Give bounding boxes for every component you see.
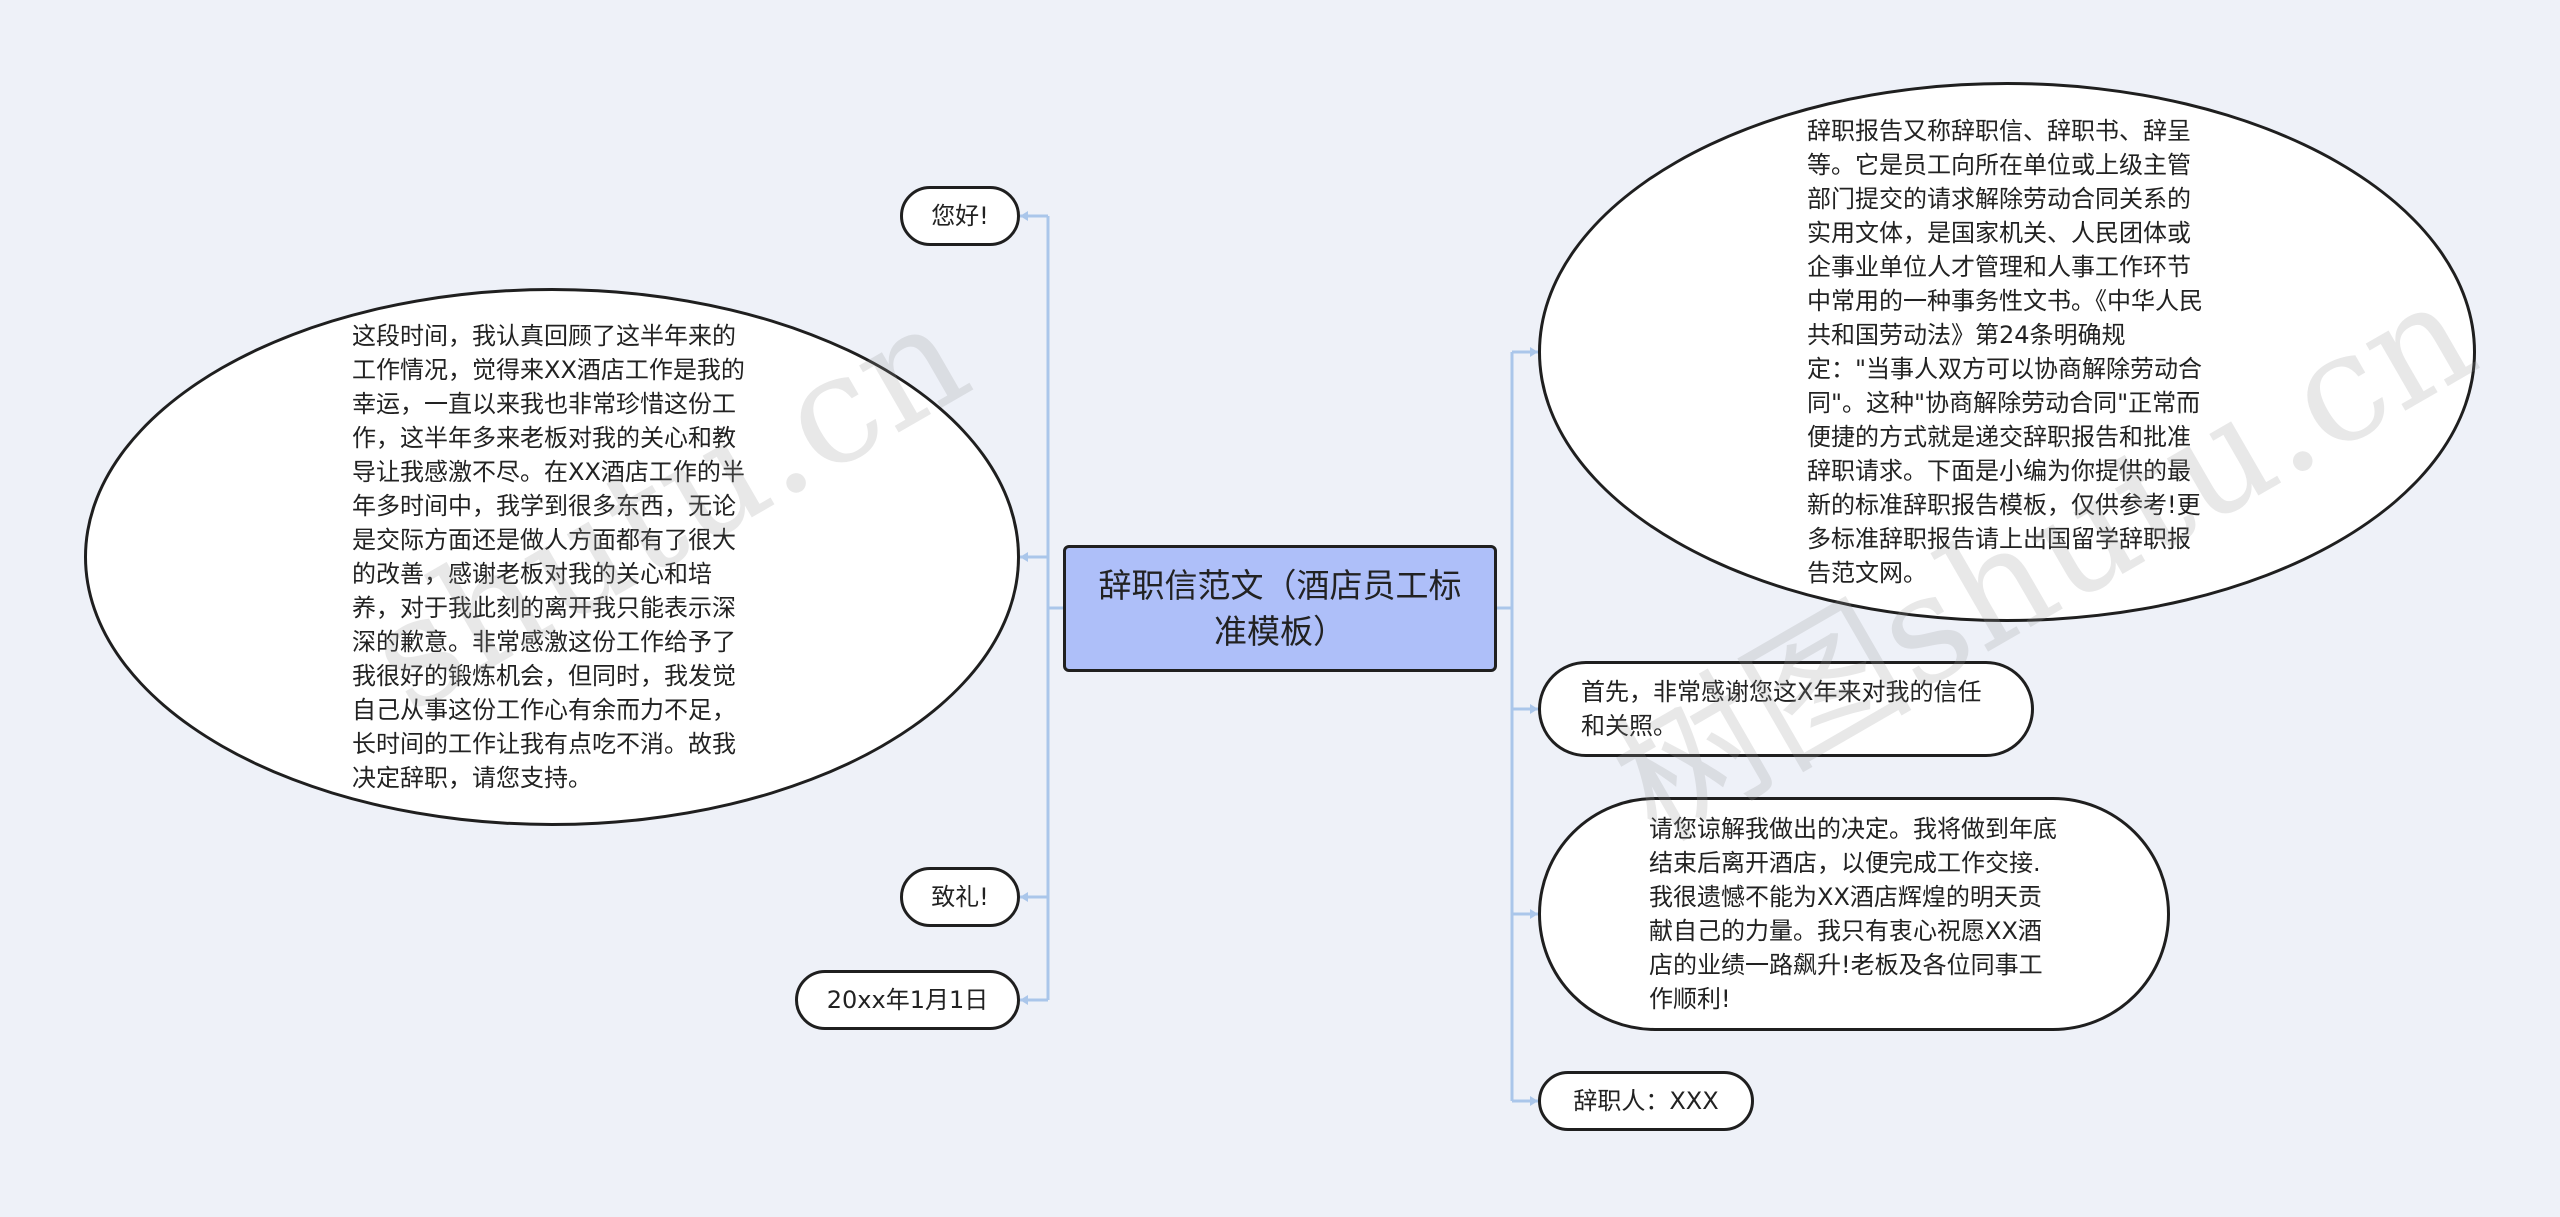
greeting-node[interactable]: 您好! (900, 186, 1020, 246)
intro-text: 辞职报告又称辞职信、辞职书、辞呈等。它是员工向所在单位或上级主管部门提交的请求解… (1807, 117, 2203, 587)
signer-text: 辞职人：XXX (1573, 1087, 1719, 1115)
central-topic-text: 辞职信范文（酒店员工标准模板） (1098, 565, 1462, 651)
arrow-decision (1530, 909, 1538, 919)
connector-left-trunk (1046, 216, 1063, 1000)
arrow-salute (1020, 892, 1028, 902)
date-node[interactable]: 20xx年1月1日 (795, 970, 1020, 1030)
thanks-node[interactable]: 首先，非常感谢您这X年来对我的信任和关照。 (1538, 661, 2034, 757)
central-topic-node[interactable]: 辞职信范文（酒店员工标准模板） (1063, 545, 1497, 672)
arrow-signer (1530, 1096, 1538, 1106)
thanks-text: 首先，非常感谢您这X年来对我的信任和关照。 (1581, 678, 1982, 740)
arrow-intro (1530, 347, 1538, 357)
greeting-text: 您好! (931, 202, 989, 230)
signer-node[interactable]: 辞职人：XXX (1538, 1071, 1754, 1131)
salute-node[interactable]: 致礼! (900, 867, 1020, 927)
letter-body-node[interactable]: 这段时间，我认真回顾了这半年来的工作情况，觉得来XX酒店工作是我的幸运，一直以来… (84, 288, 1020, 826)
arrow-date (1020, 995, 1028, 1005)
salute-text: 致礼! (931, 883, 989, 911)
decision-node[interactable]: 请您谅解我做出的决定。我将做到年底结束后离开酒店，以便完成工作交接.我很遗憾不能… (1538, 797, 2170, 1031)
intro-node[interactable]: 辞职报告又称辞职信、辞职书、辞呈等。它是员工向所在单位或上级主管部门提交的请求解… (1538, 82, 2476, 622)
arrow-greeting (1020, 211, 1028, 221)
connector-right-trunk (1497, 352, 1514, 1101)
arrow-body (1020, 552, 1028, 562)
letter-body-text: 这段时间，我认真回顾了这半年来的工作情况，觉得来XX酒店工作是我的幸运，一直以来… (352, 322, 745, 792)
arrow-thanks (1530, 704, 1538, 714)
decision-text: 请您谅解我做出的决定。我将做到年底结束后离开酒店，以便完成工作交接.我很遗憾不能… (1649, 815, 2057, 1013)
date-text: 20xx年1月1日 (826, 986, 989, 1014)
